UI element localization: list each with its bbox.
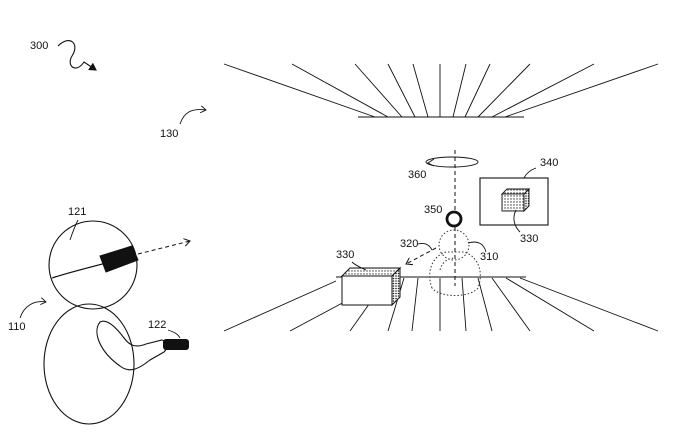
label-121: 121 — [68, 206, 86, 218]
squiggle-arrow-300 — [58, 41, 96, 70]
controller — [163, 339, 189, 350]
label-330-near: 330 — [336, 249, 354, 261]
gaze-arrow — [406, 248, 436, 264]
floor-lines — [224, 277, 658, 331]
leader-320 — [418, 243, 432, 250]
leader-110 — [20, 302, 46, 318]
ceiling-lines — [224, 64, 658, 117]
label-320: 320 — [400, 238, 418, 250]
label-350: 350 — [424, 204, 442, 216]
label-122: 122 — [148, 319, 166, 331]
label-130: 130 — [160, 128, 178, 140]
label-340: 340 — [540, 157, 558, 169]
headset-gaze-arrow — [138, 241, 190, 254]
label-330-panel: 330 — [520, 233, 538, 245]
leader-122 — [168, 330, 180, 338]
object-box-near — [342, 268, 400, 305]
marker-ring — [447, 212, 461, 226]
leader-130 — [180, 110, 206, 124]
label-300: 300 — [30, 40, 48, 52]
leader-121 — [70, 220, 78, 240]
label-310: 310 — [480, 251, 498, 263]
label-110: 110 — [8, 321, 26, 333]
leader-340 — [524, 168, 536, 178]
label-360: 360 — [408, 169, 426, 181]
headset — [100, 246, 138, 272]
